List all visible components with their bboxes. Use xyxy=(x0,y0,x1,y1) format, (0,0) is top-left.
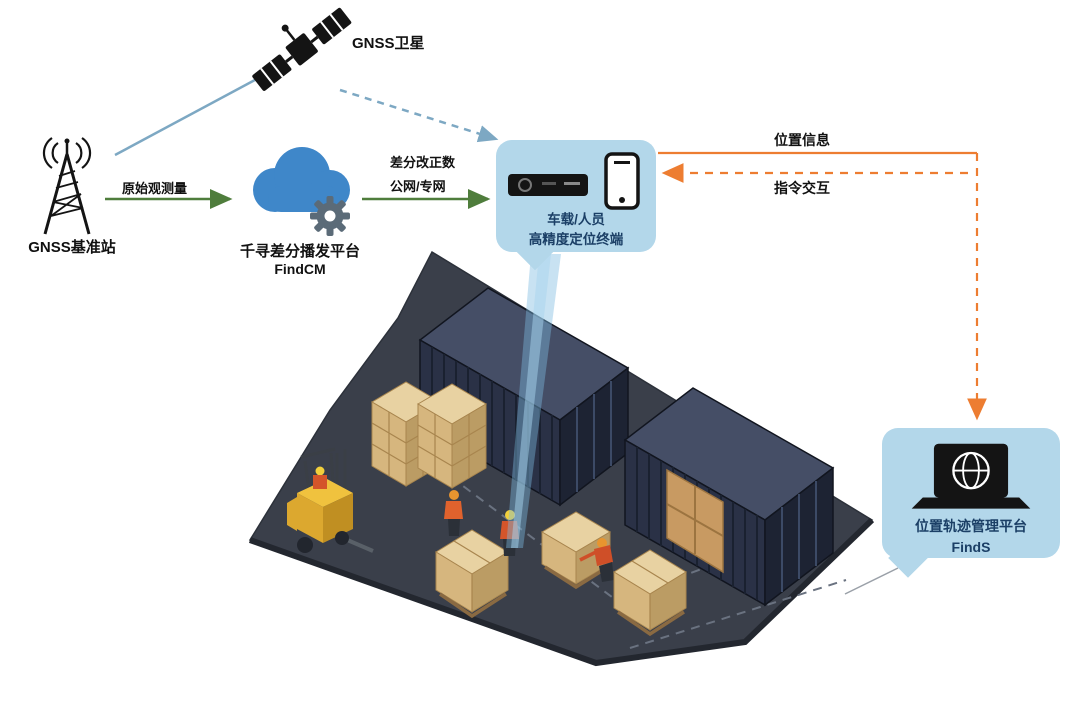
platform-edge xyxy=(248,517,875,667)
position-info-label: 位置信息 xyxy=(774,132,830,148)
terminal-node: 车载/人员 高精度定位终端 xyxy=(496,140,656,252)
cloud-title-label: 千寻差分播发平台 xyxy=(239,243,360,260)
vehicle-terminal-icon xyxy=(508,174,588,196)
forklift-icon xyxy=(287,447,374,553)
platform-label-subtitle: FindS xyxy=(951,539,991,555)
command-interaction-label: 指令交互 xyxy=(774,180,830,196)
gear-icon xyxy=(310,196,350,236)
satellite-to-base-line xyxy=(114,72,267,157)
cloud-icon xyxy=(253,147,350,212)
pallet-stack-d xyxy=(613,549,687,637)
diff-correction-label: 差分改正数 xyxy=(390,155,456,170)
terminal-label-line1: 车载/人员 xyxy=(547,212,605,227)
cloud-subtitle-label: FindCM xyxy=(274,261,326,277)
satellite-label: GNSS卫星 xyxy=(352,35,425,52)
pallet-stack-b xyxy=(417,383,487,489)
positioning-beam-core xyxy=(511,254,551,548)
gnss-satellite-icon xyxy=(252,7,352,91)
network-label: 公网/专网 xyxy=(390,179,446,194)
platform-to-scene-line xyxy=(844,567,899,595)
base-station-label: GNSS基准站 xyxy=(28,239,116,256)
connector-lines xyxy=(105,72,987,595)
warehouse-scene xyxy=(248,250,875,667)
terminal-label-line2: 高精度定位终端 xyxy=(528,232,624,248)
platform-node: 位置轨迹管理平台 FindS xyxy=(882,428,1060,558)
satellite-to-terminal-line xyxy=(339,88,499,143)
shipping-container-2 xyxy=(623,387,835,607)
platform-label-title: 位置轨迹管理平台 xyxy=(915,518,1027,534)
cloud-platform-icon xyxy=(253,147,350,236)
terminal-devices-icon xyxy=(508,152,640,210)
worker-3 xyxy=(579,538,614,582)
smartphone-icon xyxy=(604,152,640,210)
worker-1 xyxy=(444,490,463,536)
raw-observation-label: 原始观测量 xyxy=(122,181,188,196)
pallet-stack-c xyxy=(435,529,509,619)
base-station-tower-icon xyxy=(42,137,92,235)
laptop-globe-icon xyxy=(911,443,1031,509)
